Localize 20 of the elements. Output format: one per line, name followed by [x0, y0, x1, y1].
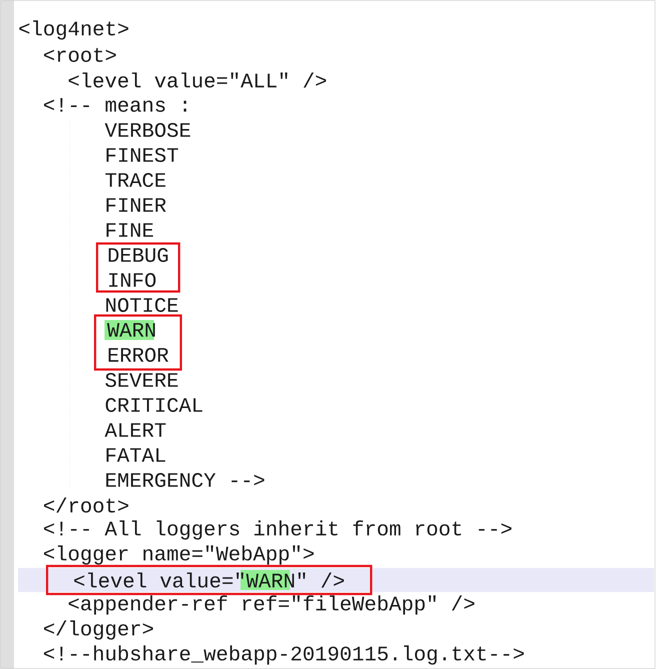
- code-line: CRITICAL: [106, 398, 202, 412]
- code-line: FINEST: [106, 148, 178, 162]
- code-line: TRACE: [105, 173, 166, 187]
- code-line: EMERGENCY -->: [106, 473, 264, 487]
- code-line: <log4net>: [19, 20, 128, 40]
- highlight-box: DEBUG INFO: [96, 242, 180, 293]
- code-line: <!--hubshare_webapp-20190115.log.txt-->: [44, 645, 524, 665]
- code-line: ALERT: [104, 423, 166, 437]
- code-line: FATAL: [106, 448, 166, 462]
- code-line: <!-- means :: [44, 98, 186, 112]
- code-line: <root>: [44, 48, 116, 62]
- code-line: VERBOSE: [104, 123, 190, 137]
- highlight-box: <level value="WARN" />: [46, 564, 372, 596]
- code-line: FINER: [106, 198, 166, 212]
- code-line: <!-- All loggers inherit from root -->: [44, 520, 512, 540]
- highlight-box: WARN ERROR: [94, 314, 182, 371]
- code-line: <level value="ALL" />: [68, 72, 326, 88]
- code-line: </root>: [44, 497, 128, 513]
- code-line: NOTICE: [106, 298, 178, 312]
- code-line: </logger>: [44, 620, 153, 640]
